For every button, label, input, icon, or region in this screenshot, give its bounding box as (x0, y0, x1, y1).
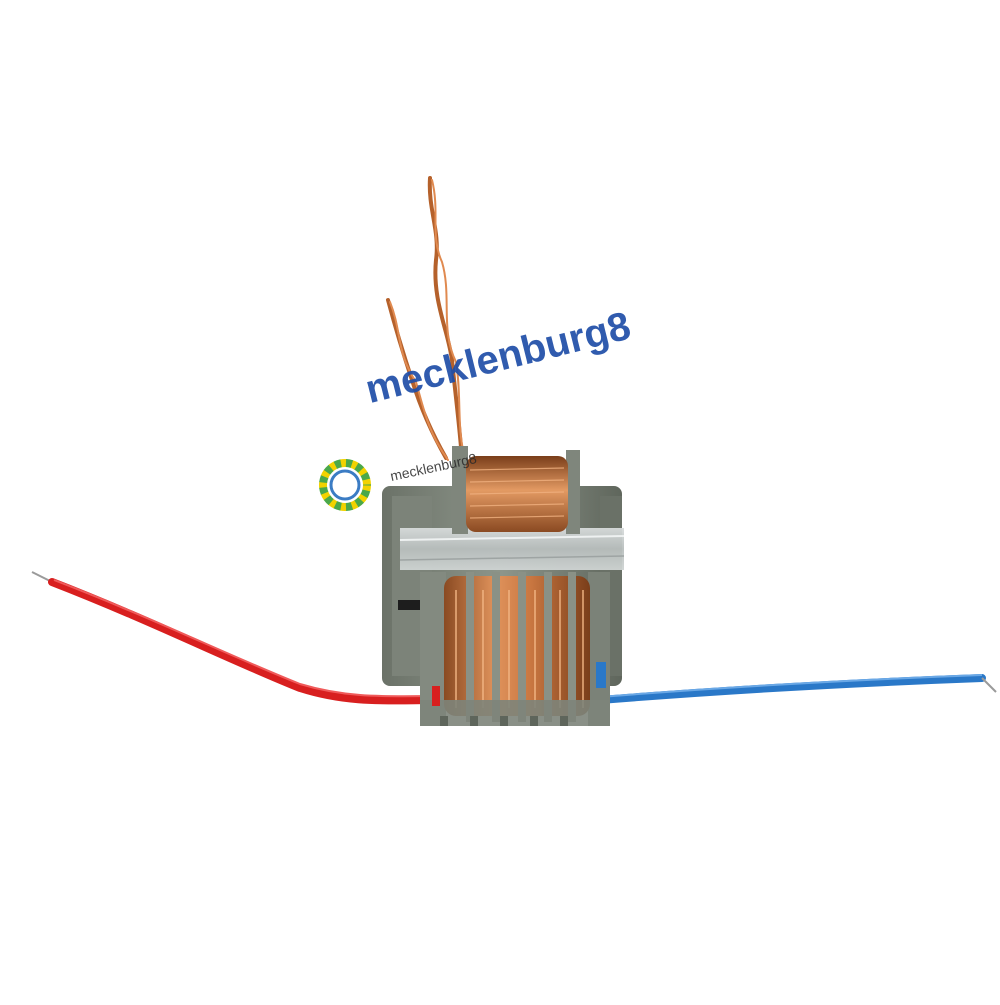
enamel-wire-leads (386, 176, 467, 463)
secondary-coil (452, 446, 580, 534)
watermark-logo-icon (319, 459, 371, 511)
primary-coil (420, 572, 610, 726)
blue-lead-wire (596, 674, 997, 704)
red-lead-wire (31, 571, 444, 705)
